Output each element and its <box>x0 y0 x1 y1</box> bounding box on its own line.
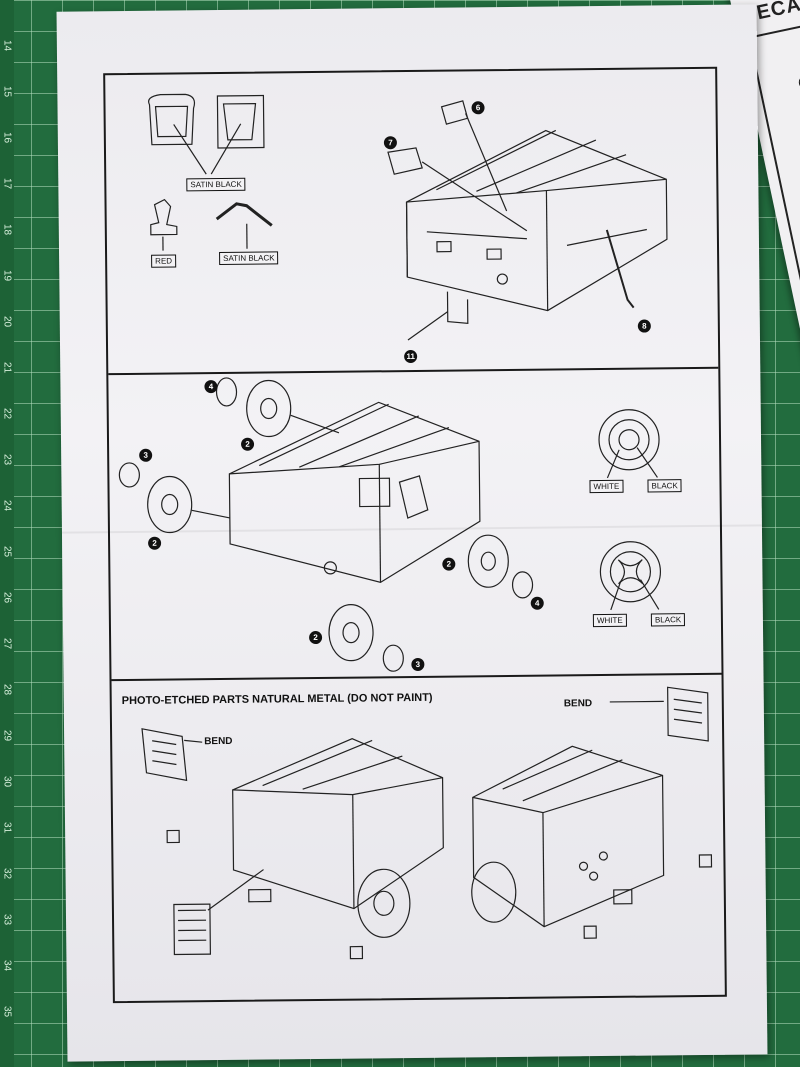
ruler-number: 21 <box>1 361 13 374</box>
ruler-number: 17 <box>1 177 13 190</box>
callout-3-bottom: 3 <box>411 657 425 672</box>
panel2-drawing <box>118 377 662 672</box>
ruler-number: 26 <box>1 591 13 604</box>
panel3-drawing <box>141 686 713 960</box>
ruler-number: 33 <box>1 913 13 926</box>
ruler-number: 34 <box>1 959 13 972</box>
instruction-sheet: SATIN BLACK RED SATIN BLACK 6 7 8 11 <box>56 4 768 1062</box>
ruler-number: 23 <box>1 453 13 466</box>
callout-11: 11 <box>404 349 418 364</box>
ruler-number: 15 <box>1 85 13 98</box>
label-white-hub1: WHITE <box>589 479 624 494</box>
ruler-number: 28 <box>1 683 13 696</box>
mat-ruler <box>0 0 14 1067</box>
ruler-number: 32 <box>1 867 13 880</box>
ruler-number: 29 <box>1 729 13 742</box>
ruler-number: 22 <box>1 407 13 420</box>
ruler-number: 27 <box>1 637 13 650</box>
ruler-number: 31 <box>1 821 13 834</box>
callout-2-left: 2 <box>148 536 162 550</box>
callout-2-bottom: 2 <box>309 630 323 645</box>
ruler-number: 19 <box>1 269 13 282</box>
callout-8: 8 <box>637 319 651 333</box>
panel1-drawing <box>148 93 668 341</box>
ruler-number: 25 <box>1 545 13 558</box>
step-panel-photo-etched: PHOTO-ETCHED PARTS NATURAL METAL (DO NOT… <box>112 675 725 999</box>
callout-2-top: 2 <box>240 437 255 451</box>
ruler-number: 18 <box>1 223 13 236</box>
label-red: RED <box>151 254 177 268</box>
ruler-number: 20 <box>1 315 13 328</box>
callout-2-right: 2 <box>442 557 456 571</box>
callout-7: 7 <box>383 136 397 150</box>
label-black-hub2: BLACK <box>650 613 686 627</box>
ruler-number: 24 <box>1 499 13 512</box>
label-satin-black-rod: SATIN BLACK <box>219 251 279 266</box>
label-white-hub2: WHITE <box>592 613 627 628</box>
callout-4-right: 4 <box>530 596 544 610</box>
ruler-number: 35 <box>1 1005 13 1018</box>
step-panel-seat-details: SATIN BLACK RED SATIN BLACK 6 7 8 11 <box>105 68 719 376</box>
callout-4-top: 4 <box>204 380 218 394</box>
label-satin-black-seat: SATIN BLACK <box>186 177 246 192</box>
step-panel-wheels: 4 2 3 2 2 4 2 3 WHITE BLACK WHITE BLACK <box>108 368 722 682</box>
callout-3-left: 3 <box>139 448 153 462</box>
label-black-hub1: BLACK <box>647 479 682 493</box>
instruction-frame: SATIN BLACK RED SATIN BLACK 6 7 8 11 <box>103 66 727 1004</box>
ruler-number: 16 <box>1 131 13 144</box>
ruler-number: 14 <box>1 39 13 52</box>
ruler-number: 30 <box>1 775 13 788</box>
callout-6: 6 <box>471 101 485 115</box>
